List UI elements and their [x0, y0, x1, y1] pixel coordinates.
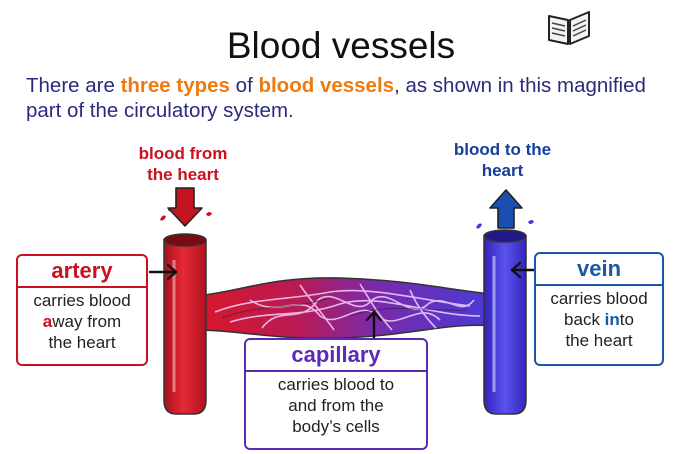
vein-title: vein — [576, 256, 622, 281]
highlight-three-types: three types — [120, 74, 230, 97]
emphasis-letters: in — [604, 310, 620, 329]
vein-vessel — [476, 220, 534, 415]
page-title: Blood vessels — [226, 25, 456, 66]
vein-pointer-arrow-icon — [510, 261, 538, 279]
description-line: back into — [536, 309, 662, 330]
label-line: blood to the — [453, 140, 552, 159]
capillary-box: capillary carries blood to and from the … — [244, 338, 428, 450]
description-line: carries blood — [550, 289, 648, 308]
highlight-blood-vessels: blood vessels — [258, 74, 395, 97]
description-line: and from the — [288, 396, 384, 415]
description-line: carries blood to — [277, 375, 395, 394]
artery-vessel — [160, 207, 212, 415]
vein-description: carries blood back into the heart — [536, 286, 662, 351]
description-text: way from — [52, 312, 122, 331]
arrow-down-icon — [167, 187, 203, 227]
description-line: body’s cells — [292, 417, 380, 436]
capillary-title: capillary — [291, 342, 381, 367]
description-text: to — [619, 310, 634, 329]
divider — [246, 370, 426, 372]
artery-box: artery carries blood away from the heart — [16, 254, 148, 366]
divider — [536, 284, 662, 286]
open-book-icon — [548, 11, 590, 45]
label-line: the heart — [147, 165, 219, 184]
intro-part: of — [229, 74, 259, 97]
description-line: the heart — [565, 331, 633, 350]
arrow-up-icon — [489, 189, 523, 229]
intro-part: There are — [26, 74, 121, 97]
emphasis-letter: a — [42, 312, 53, 331]
capillary-bed — [195, 277, 493, 340]
intro-part: , as shown in this magnified part of the… — [26, 74, 646, 122]
description-line: away from — [18, 311, 146, 332]
artery-title: artery — [51, 258, 113, 283]
intro-text: There are three types of blood vessels, … — [26, 73, 666, 123]
vein-box: vein carries blood back into the heart — [534, 252, 664, 366]
artery-pointer-arrow-icon — [148, 263, 178, 281]
blood-to-heart-label: blood to the heart — [425, 139, 580, 181]
description-text: back — [564, 310, 605, 329]
description-line: carries blood — [33, 291, 131, 310]
artery-description: carries blood away from the heart — [18, 288, 146, 353]
label-line: blood from — [138, 144, 228, 163]
blood-from-heart-label: blood from the heart — [108, 143, 258, 185]
description-line: the heart — [48, 333, 116, 352]
capillary-description: carries blood to and from the body’s cel… — [246, 372, 426, 437]
capillary-pointer-arrow-icon — [365, 310, 383, 340]
label-line: heart — [481, 161, 524, 180]
divider — [18, 286, 146, 288]
